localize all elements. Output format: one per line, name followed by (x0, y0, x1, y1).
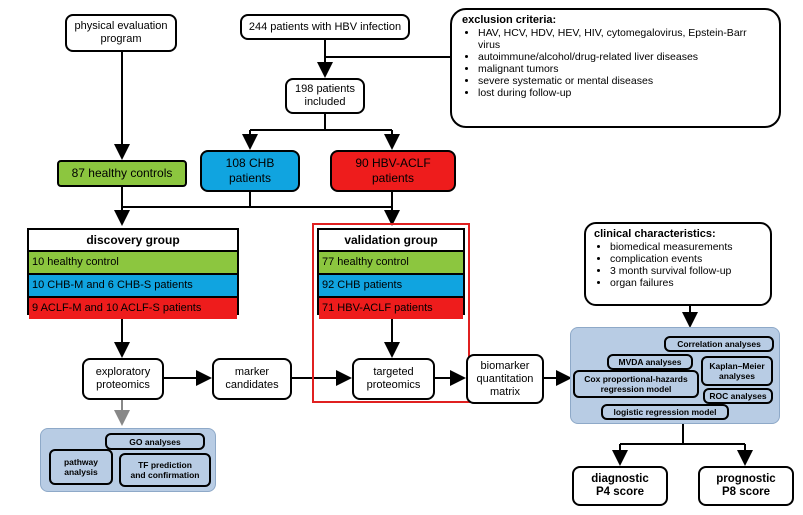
exclusion-item: severe systematic or mental diseases (478, 75, 769, 87)
pathway-analyses-panel: GO analyses pathway analysis TF predicti… (40, 428, 216, 492)
discovery-group-title: discovery group (29, 230, 237, 252)
exclusion-item: HAV, HCV, HDV, HEV, HIV, cytomegalovirus… (478, 27, 769, 51)
roc-analyses-box: ROC analyses (703, 388, 773, 404)
exclusion-criteria-box: exclusion criteria: HAV, HCV, HDV, HEV, … (450, 8, 781, 128)
physical-evaluation-program: physical evaluation program (65, 14, 177, 52)
exclusion-item: malignant tumors (478, 63, 769, 75)
diagnostic-score-box: diagnostic P4 score (572, 466, 668, 506)
healthy-controls-box: 87 healthy controls (57, 160, 187, 187)
validation-row-chb: 92 CHB patients (319, 275, 463, 298)
highlight-frame (312, 223, 470, 403)
discovery-group: discovery group 10 healthy control 10 CH… (27, 228, 239, 319)
logistic-regression-box: logistic regression model (601, 404, 729, 420)
discovery-row-aclf: 9 ACLF-M and 10 ACLF-S patients (29, 298, 237, 319)
discovery-row-chb: 10 CHB-M and 6 CHB-S patients (29, 275, 237, 298)
exploratory-proteomics-box: exploratory proteomics (82, 358, 164, 400)
exclusion-item: lost during follow-up (478, 87, 769, 99)
validation-row-healthy: 77 healthy control (319, 252, 463, 275)
exclusion-title: exclusion criteria: (462, 14, 557, 26)
cox-regression-box: Cox proportional-hazards regression mode… (573, 370, 699, 398)
patients-included-box: 198 patients included (285, 78, 365, 114)
mvda-analyses-box: MVDA analyses (607, 354, 693, 370)
exclusion-item: autoimmune/alcohol/drug-related liver di… (478, 51, 769, 63)
pathway-analysis-box: pathway analysis (49, 449, 113, 485)
clinical-item: biomedical measurements (610, 241, 733, 253)
clinical-list: biomedical measurements complication eve… (594, 241, 733, 289)
tf-prediction-box: TF prediction and confirmation (119, 453, 211, 487)
marker-candidates-box: marker candidates (212, 358, 292, 400)
chb-patients-box: 108 CHB patients (200, 150, 300, 192)
kaplan-meier-box: Kaplan–Meier analyses (701, 356, 773, 386)
aclf-patients-box: 90 HBV-ACLF patients (330, 150, 456, 192)
prognostic-score-box: prognostic P8 score (698, 466, 794, 506)
discovery-row-healthy: 10 healthy control (29, 252, 237, 275)
validation-row-aclf: 71 HBV-ACLF patients (319, 298, 463, 319)
targeted-proteomics-box: targeted proteomics (352, 358, 435, 400)
biomarker-matrix-box: biomarker quantitation matrix (466, 354, 544, 404)
exclusion-list: HAV, HCV, HDV, HEV, HIV, cytomegalovirus… (462, 27, 769, 99)
clinical-characteristics-box: clinical characteristics: biomedical mea… (584, 222, 772, 306)
validation-group: validation group 77 healthy control 92 C… (317, 228, 465, 319)
validation-group-title: validation group (319, 230, 463, 252)
statistical-analyses-panel: Correlation analyses MVDA analyses Kapla… (570, 327, 780, 424)
clinical-title: clinical characteristics: (594, 228, 716, 240)
clinical-item: organ failures (610, 277, 733, 289)
clinical-item: 3 month survival follow-up (610, 265, 733, 277)
correlation-analyses-box: Correlation analyses (664, 336, 774, 352)
hbv-patients-box: 244 patients with HBV infection (240, 14, 410, 40)
clinical-item: complication events (610, 253, 733, 265)
go-analyses-box: GO analyses (105, 433, 205, 450)
